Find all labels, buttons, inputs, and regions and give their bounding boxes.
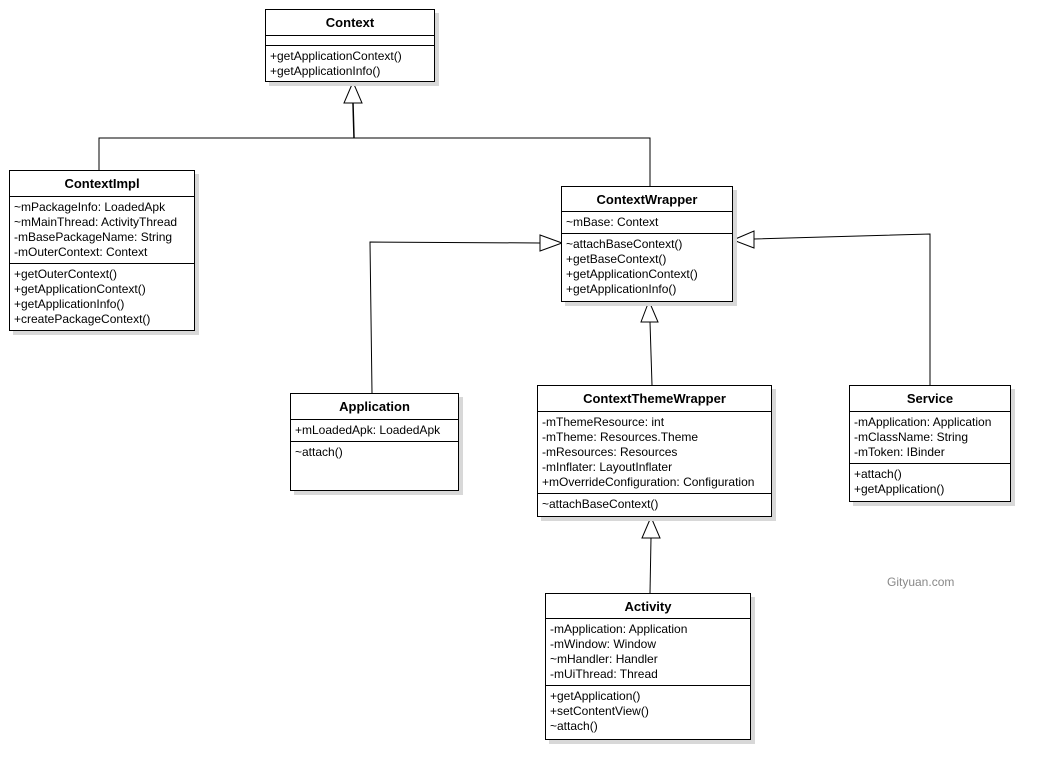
attributes-compartment: -mThemeResource: int-mTheme: Resources.T… xyxy=(538,412,771,494)
operations-compartment: +getApplicationContext()+getApplicationI… xyxy=(266,46,434,82)
class-contextthemewrapper[interactable]: ContextThemeWrapper -mThemeResource: int… xyxy=(537,385,772,517)
edge-themewrapper-to-contextwrapper xyxy=(649,321,653,386)
operation-line: +getApplicationContext() xyxy=(566,267,698,281)
class-name: Application xyxy=(291,394,458,420)
edge-context-trunk xyxy=(352,102,355,139)
generalization-arrow-activity xyxy=(641,515,661,539)
attribute-line: -mWindow: Window xyxy=(550,637,657,651)
attribute-line: -mResources: Resources xyxy=(542,445,678,459)
attributes-compartment: -mApplication: Application-mWindow: Wind… xyxy=(546,619,750,686)
operation-line: +attach() xyxy=(854,467,902,481)
operation-line: +getApplication() xyxy=(854,482,945,496)
operation-line: +getApplicationInfo() xyxy=(270,64,381,78)
operation-line: ~attachBaseContext() xyxy=(566,237,683,251)
operation-line: +createPackageContext() xyxy=(14,312,151,326)
attributes-compartment xyxy=(266,36,434,46)
attributes-compartment: +mLoadedApk: LoadedApk xyxy=(291,420,458,442)
operations-compartment: ~attach() xyxy=(291,442,458,463)
edge-contextimpl-to-context xyxy=(98,137,354,170)
class-name: Activity xyxy=(546,594,750,619)
generalization-arrow-application xyxy=(539,234,564,252)
edge-contextwrapper-to-context xyxy=(354,137,651,186)
class-name: ContextImpl xyxy=(10,171,194,197)
attribute-line: -mApplication: Application xyxy=(854,415,992,429)
class-context[interactable]: Context +getApplicationContext()+getAppl… xyxy=(265,9,435,82)
attribute-line: ~mBase: Context xyxy=(566,215,659,229)
edge-application-to-contextwrapper xyxy=(369,241,541,394)
edge-service-to-contextwrapper xyxy=(753,233,931,385)
operations-compartment: +attach()+getApplication() xyxy=(850,464,1010,500)
attribute-line: ~mHandler: Handler xyxy=(550,652,658,666)
generalization-arrow-themewrapper xyxy=(640,299,659,323)
generalization-arrow-context xyxy=(343,80,363,104)
attributes-compartment: -mApplication: Application-mClassName: S… xyxy=(850,412,1010,464)
operation-line: +getApplicationContext() xyxy=(270,49,402,63)
operations-compartment: +getApplication()+setContentView()~attac… xyxy=(546,686,750,737)
operation-line: +getApplicationContext() xyxy=(14,282,146,296)
operations-compartment: ~attachBaseContext() xyxy=(538,494,771,515)
operation-line: ~attachBaseContext() xyxy=(542,497,659,511)
attribute-line: -mClassName: String xyxy=(854,430,969,444)
class-name: Service xyxy=(850,386,1010,412)
attributes-compartment: ~mPackageInfo: LoadedApk~mMainThread: Ac… xyxy=(10,197,194,264)
attribute-line: ~mMainThread: ActivityThread xyxy=(14,215,178,229)
class-service[interactable]: Service -mApplication: Application-mClas… xyxy=(849,385,1011,502)
attribute-line: -mThemeResource: int xyxy=(542,415,665,429)
watermark: Gityuan.com xyxy=(887,575,955,589)
attribute-line: +mOverrideConfiguration: Configuration xyxy=(542,475,755,489)
attribute-line: -mTheme: Resources.Theme xyxy=(542,430,699,444)
attribute-line: ~mPackageInfo: LoadedApk xyxy=(14,200,166,214)
class-contextwrapper[interactable]: ContextWrapper ~mBase: Context ~attachBa… xyxy=(561,186,733,302)
attribute-line: -mApplication: Application xyxy=(550,622,688,636)
attribute-line: -mToken: IBinder xyxy=(854,445,945,459)
class-name: ContextThemeWrapper xyxy=(538,386,771,412)
operation-line: +getApplicationInfo() xyxy=(14,297,125,311)
operation-line: +getApplicationInfo() xyxy=(566,282,677,296)
operation-line: +getApplication() xyxy=(550,689,641,703)
class-contextimpl[interactable]: ContextImpl ~mPackageInfo: LoadedApk~mMa… xyxy=(9,170,195,331)
attribute-line: -mOuterContext: Context xyxy=(14,245,148,259)
attribute-line: -mInflater: LayoutInflater xyxy=(542,460,673,474)
operation-line: ~attach() xyxy=(550,719,598,733)
attribute-line: -mBasePackageName: String xyxy=(14,230,173,244)
operation-line: +getBaseContext() xyxy=(566,252,667,266)
attributes-compartment: ~mBase: Context xyxy=(562,212,732,234)
class-application[interactable]: Application +mLoadedApk: LoadedApk ~atta… xyxy=(290,393,459,491)
operation-line: +getOuterContext() xyxy=(14,267,118,281)
attribute-line: -mUiThread: Thread xyxy=(550,667,658,681)
operation-line: +setContentView() xyxy=(550,704,649,718)
class-name: Context xyxy=(266,10,434,36)
class-activity[interactable]: Activity -mApplication: Application-mWin… xyxy=(545,593,751,740)
edge-activity-to-themewrapper xyxy=(649,537,652,594)
operations-compartment: +getOuterContext()+getApplicationContext… xyxy=(10,264,194,330)
operations-compartment: ~attachBaseContext()+getBaseContext()+ge… xyxy=(562,234,732,300)
class-name: ContextWrapper xyxy=(562,187,732,212)
generalization-arrow-service xyxy=(731,230,755,249)
attribute-line: +mLoadedApk: LoadedApk xyxy=(295,423,441,437)
operation-line: ~attach() xyxy=(295,445,343,459)
